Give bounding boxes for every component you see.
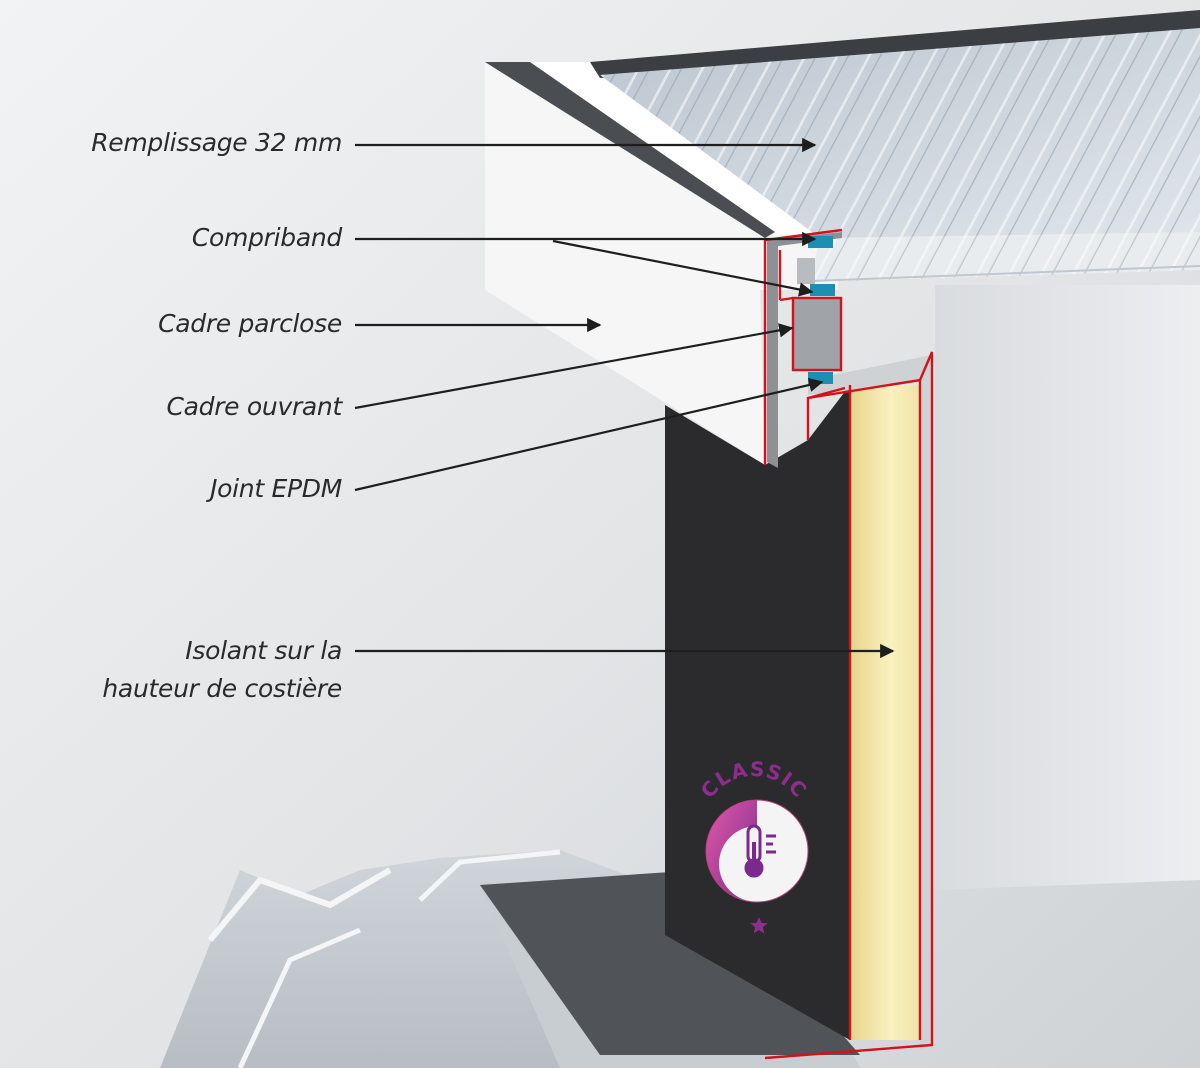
label-opening-frame: Cadre ouvrant xyxy=(166,392,342,421)
star-icon xyxy=(750,917,768,934)
upstand-outer-wall xyxy=(665,385,850,1040)
upstand-insulation xyxy=(850,385,932,1040)
filling-panel xyxy=(485,10,1200,465)
label-compriband: Compriband xyxy=(191,223,342,252)
label-filling: Remplissage 32 mm xyxy=(91,128,342,157)
upstand-inner-wall xyxy=(935,285,1200,890)
label-insulation-line2: hauteur de costière xyxy=(102,674,342,703)
arrow-compriband-bottom xyxy=(552,239,814,297)
label-insulation-line1: Isolant sur la xyxy=(185,636,342,665)
frame-profiles xyxy=(767,232,932,1050)
label-bead-frame: Cadre parclose xyxy=(158,309,342,338)
label-epdm-seal: Joint EPDM xyxy=(210,474,342,503)
compriband-seal xyxy=(808,236,833,248)
base-plate xyxy=(480,870,860,1055)
polycarbonate-glazing xyxy=(600,28,1200,282)
arrow-opening-frame xyxy=(354,323,794,410)
arrow-epdm-seal xyxy=(354,377,824,492)
thermometer-icon xyxy=(744,824,776,878)
compriband-seal-lower xyxy=(810,284,835,296)
leader-arrows xyxy=(354,137,895,659)
